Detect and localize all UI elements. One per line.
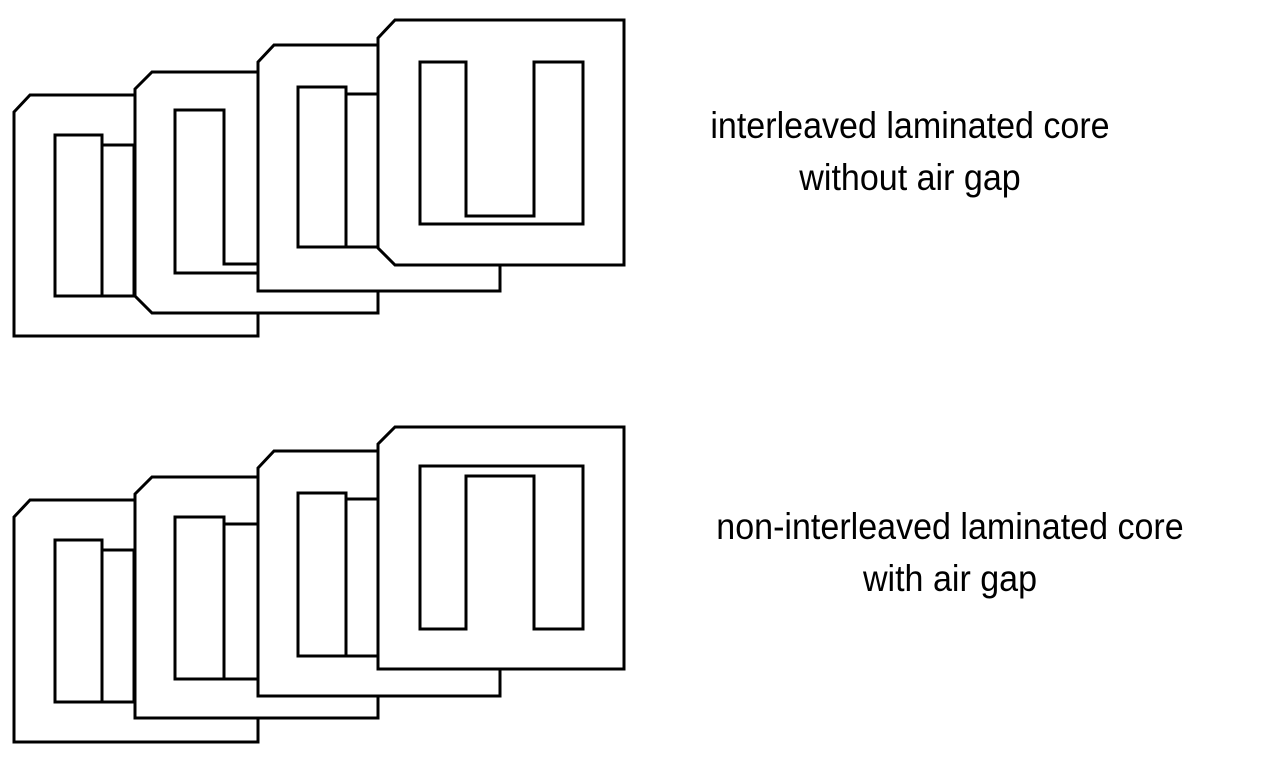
bottom-core-stack xyxy=(12,425,626,744)
bottom-core-label: non-interleaved laminated core with air … xyxy=(665,501,1235,605)
top-core-label-line2: without air gap xyxy=(799,157,1021,198)
top-core-stack xyxy=(12,18,626,338)
bottom-core-label-line1: non-interleaved laminated core xyxy=(716,506,1184,547)
bottom-plate-4 xyxy=(376,425,626,671)
top-core-label: interleaved laminated core without air g… xyxy=(662,100,1159,204)
top-core-label-line1: interleaved laminated core xyxy=(710,105,1110,146)
bottom-core-label-line2: with air gap xyxy=(862,558,1038,599)
top-plate-4 xyxy=(376,18,626,267)
